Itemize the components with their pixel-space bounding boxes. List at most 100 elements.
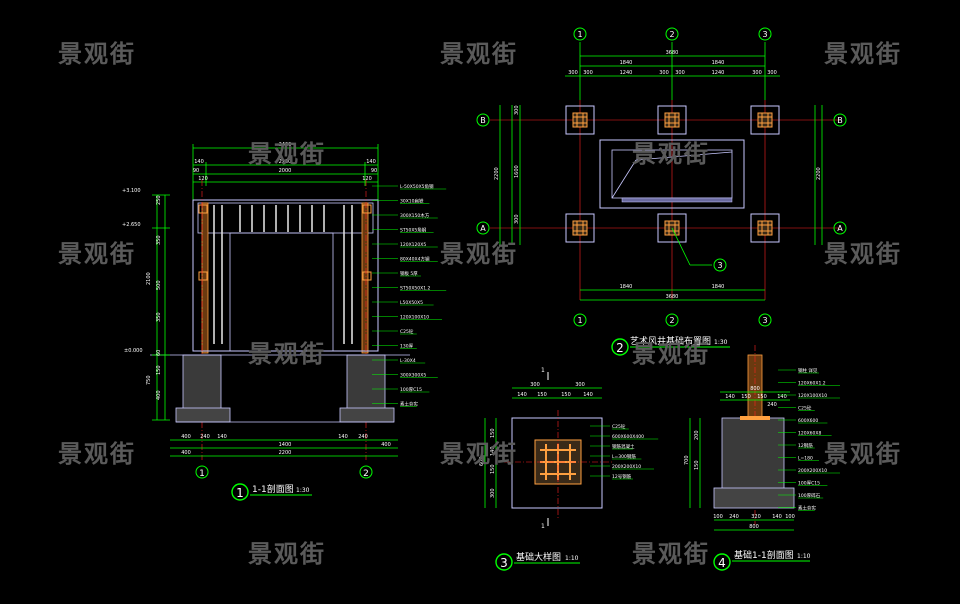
d1-note-8: L50X50X5 — [400, 300, 423, 306]
d1-ldim-250: 250 — [156, 195, 162, 205]
d3-ldim-140: 140 — [490, 446, 496, 456]
d1-ldim-350b: 350 — [156, 312, 162, 322]
d4-note-10: 100厚碎石 — [798, 492, 821, 499]
d4-title-block: 4 基础1-1剖面图 1:10 — [713, 549, 811, 571]
d1-bdim-140-right: 140 — [338, 434, 348, 440]
d1-title-block: 1 1-1剖面图 1:30 — [231, 483, 312, 501]
d4-bdim-800: 800 — [749, 524, 759, 530]
d1-title: 1-1剖面图 — [252, 483, 294, 495]
d3-note-2: 钢筋混凝土 — [612, 443, 635, 450]
d1-bdim-400-mid: 400 — [181, 450, 191, 456]
d4-footing-base — [713, 487, 795, 509]
d2-pad-0-1 — [657, 105, 687, 135]
d1-note-3: ST50X5角钢 — [400, 227, 427, 234]
d1-note-11: 130厚 — [400, 344, 414, 350]
d4-note-5: 120X60X8 — [798, 431, 821, 437]
d4-dim-150-b: 150 — [757, 394, 767, 400]
d4-note-11: 素土夯实 — [798, 505, 816, 512]
d1-dim-140-right: 140 — [366, 159, 376, 165]
d2-ldim-1600: 1600 — [514, 165, 520, 178]
d1-ldim-500: 500 — [156, 280, 162, 290]
d1-bdim-400-left: 400 — [181, 434, 191, 440]
d1-axis-bubble-2: 2 — [359, 465, 373, 479]
d2-bottom-labels: 1840 1840 3680 — [620, 284, 725, 300]
d2-axis-bottom-bubble-1 — [665, 313, 679, 327]
d2-axis-top-bubble-0 — [573, 27, 587, 41]
d2-rdim-2200: 2200 — [816, 167, 822, 180]
d4-title: 基础1-1剖面图 — [734, 549, 794, 561]
d4-ldim-700: 700 — [684, 455, 690, 465]
d3-note-3: L=300钢筋 — [612, 453, 636, 460]
d2-dim-1240-left: 1240 — [620, 70, 633, 76]
d1-elev-3100: +3.100 — [122, 188, 141, 194]
d3-left-labels: 150 140 150 600 300 — [479, 428, 496, 498]
d2-axis-top-label-0: 1 — [577, 30, 582, 39]
d2-ldim-300-top: 300 — [514, 105, 520, 115]
d1-bottom-labels: 400 240 140 1400 140 240 400 2200 400 — [181, 434, 391, 456]
d1-note-15: 素土夯实 — [400, 401, 418, 408]
d2-bdim-1840-right: 1840 — [712, 284, 725, 290]
drawing-1-section: 2400 140 2200 140 90 2000 90 120 120 — [122, 142, 447, 501]
d1-note-9: 120X100X10 — [400, 315, 429, 321]
d1-note-13: 300X300X5 — [400, 373, 426, 379]
d3-ldim-300: 300 — [490, 488, 496, 498]
d3-top-labels: 300 300 140 150 150 140 — [517, 382, 593, 398]
d4-number: 4 — [718, 556, 726, 570]
d1-top-dim-labels: 2400 140 2200 140 90 2000 90 120 120 — [193, 142, 377, 182]
d2-axis-top-bubble-2 — [758, 27, 772, 41]
d2-pad-plate-0-2 — [757, 112, 773, 128]
d1-dim-120-right: 120 — [362, 176, 372, 182]
d2-axis-bottom-bubble-2 — [758, 313, 772, 327]
d2-dim-300-c: 300 — [659, 70, 669, 76]
d1-ldim-60: 60 — [156, 350, 162, 356]
d2-axis-A-left-label: A — [480, 224, 486, 233]
d4-bdim-320: 320 — [751, 514, 761, 520]
d1-dim-90-left: 90 — [193, 168, 199, 174]
d2-pad-1-1 — [657, 213, 687, 243]
d1-note-12: L-30X4 — [400, 358, 416, 364]
d1-note-6: 钢板 5厚 — [400, 270, 418, 277]
d2-title: 艺术风井基础布置图 — [630, 335, 711, 347]
d1-axis-bubble-1: 1 — [195, 465, 209, 479]
d1-annotation-notes: L-50X50X5角钢30X10扁铁300X150木方ST50X5角钢120X1… — [372, 183, 447, 408]
d2-dim-300-b: 300 — [583, 70, 593, 76]
d2-axis-bottom-label-0: 1 — [577, 316, 582, 325]
d3-note-0: C25砼 — [612, 423, 626, 430]
d4-scale: 1:10 — [797, 553, 811, 560]
d2-number: 2 — [616, 341, 624, 355]
d3-footing-outline — [511, 417, 603, 509]
d3-top-dimension-lines — [512, 387, 602, 399]
d2-pad-1-0 — [565, 213, 595, 243]
d4-note-0: 钢柱 详见 — [798, 367, 818, 374]
d4-dim-240: 240 — [767, 402, 777, 408]
d3-section-mark-bottom: 1 — [541, 518, 549, 530]
d1-frame-structure — [192, 180, 379, 460]
d1-note-1: 30X10扁铁 — [400, 198, 424, 205]
d2-pad-0-0 — [565, 105, 595, 135]
d2-callout-3: 3 — [671, 227, 727, 272]
d1-bdim-240-right: 240 — [358, 434, 368, 440]
d4-ldim-200: 200 — [694, 430, 700, 440]
d4-top-dimension-lines — [720, 391, 790, 401]
d2-pad-1-2 — [750, 213, 780, 243]
d2-side-labels: 300 1600 300 2200 2200 — [494, 105, 822, 224]
d1-scale: 1:30 — [296, 487, 310, 494]
d3-annotation-notes: C25砼600X600X400钢筋混凝土L=300钢筋200X200X1012号… — [590, 423, 659, 480]
d3-number: 3 — [500, 556, 508, 570]
d1-ldim-750: 750 — [146, 375, 152, 385]
d1-note-4: 120X120X5 — [400, 242, 426, 248]
drawing-4-section: 800 140 150 150 240 140 200 150 700 钢柱 详… — [684, 345, 840, 571]
d4-dim-140-left: 140 — [725, 394, 735, 400]
d4-note-8: 200X200X10 — [798, 468, 827, 474]
d3-note-5: 12号钢筋 — [612, 473, 632, 480]
d3-dim-300-left: 300 — [530, 382, 540, 388]
d3-title-block: 3 基础大样图 1:10 — [495, 551, 580, 571]
d1-bdim-140-left: 140 — [217, 434, 227, 440]
d2-bottom-dimension-lines — [580, 289, 765, 301]
d2-dim-300-e: 300 — [752, 70, 762, 76]
d4-dim-150-a: 150 — [741, 394, 751, 400]
d1-left-dimension-lines — [152, 194, 170, 421]
